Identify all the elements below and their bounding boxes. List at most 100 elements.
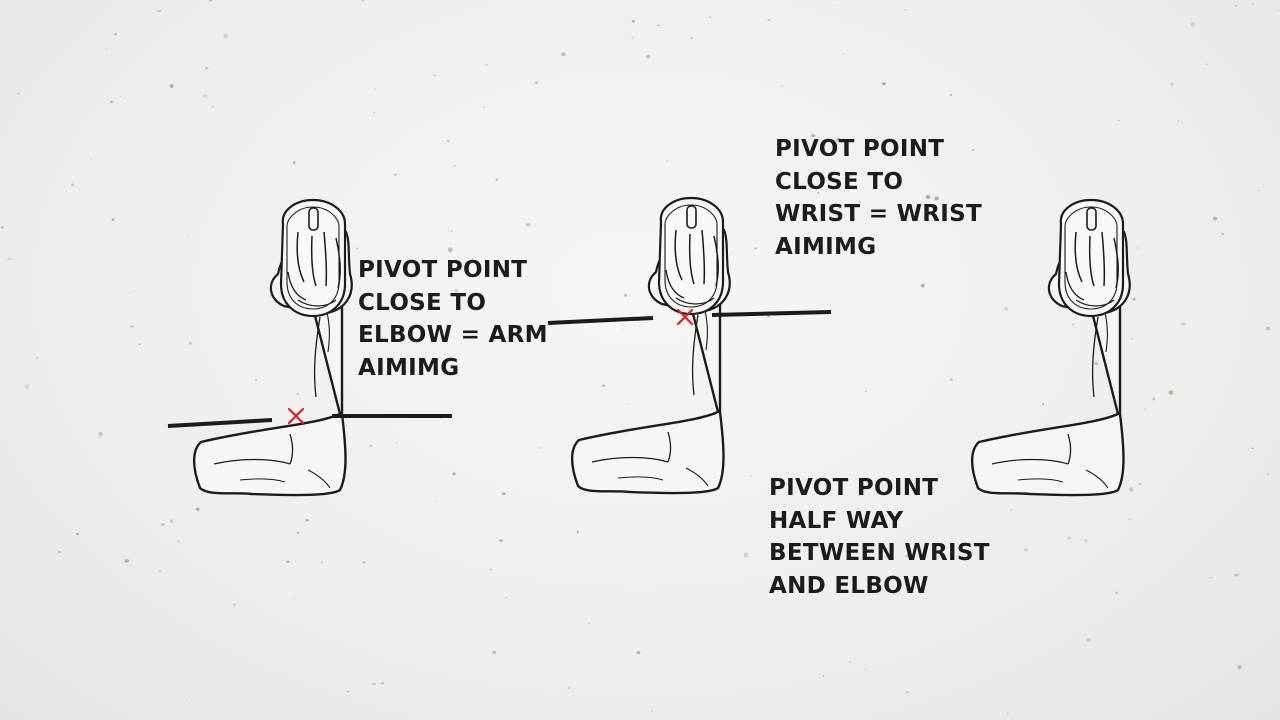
paper-speck	[767, 315, 770, 318]
caption-elbow-pivot: PIVOT POINT CLOSE TO ELBOW = ARM AIMIMG	[358, 254, 548, 384]
paper-speck	[1041, 403, 1045, 406]
caption-half-way-pivot: PIVOT POINT HALF WAY BETWEEN WRIST AND E…	[769, 472, 990, 602]
paper-speck	[1094, 362, 1099, 366]
paper-speck	[7, 257, 11, 261]
caption-line: AND ELBOW	[769, 572, 929, 599]
red-x-icon	[676, 308, 694, 326]
paper-speck	[631, 36, 634, 39]
paper-speck	[434, 500, 437, 503]
paper-speck	[1234, 4, 1238, 7]
paper-speck	[622, 329, 625, 331]
paper-speck	[881, 82, 886, 86]
paper-speck	[534, 81, 539, 85]
paper-speck	[1023, 547, 1029, 552]
paper-speck	[17, 92, 20, 95]
paper-speck	[185, 699, 188, 701]
paper-speck	[361, 0, 365, 2]
paper-speck	[177, 540, 181, 542]
paper-speck	[24, 384, 29, 389]
paper-speck	[98, 431, 103, 437]
paper-speck	[1234, 573, 1239, 577]
paper-speck	[925, 195, 931, 199]
paper-speck	[157, 569, 163, 573]
paper-speck	[223, 33, 228, 39]
paper-speck	[492, 650, 497, 655]
paper-speck	[255, 379, 258, 381]
paper-speck	[124, 559, 130, 563]
paper-speck	[285, 560, 290, 563]
paper-speck	[454, 288, 459, 293]
paper-speck	[447, 140, 450, 143]
paper-speck	[1237, 665, 1242, 670]
paper-speck	[1129, 487, 1134, 492]
paper-speck	[1265, 326, 1271, 331]
paper-speck	[1209, 577, 1213, 579]
paper-speck	[1, 226, 4, 229]
paper-speck	[822, 675, 825, 677]
paper-speck	[293, 161, 296, 165]
paper-speck	[753, 247, 758, 250]
caption-line: PIVOT POINT	[775, 136, 945, 162]
caption-line: AIMIMG	[358, 354, 460, 381]
arm-figure-elbow	[167, 198, 452, 497]
paper-speck	[626, 403, 629, 405]
caption-line: PIVOT POINT	[358, 257, 528, 283]
paper-speck	[561, 52, 566, 57]
paper-speck	[208, 0, 213, 2]
paper-speck	[362, 561, 366, 564]
paper-speck	[346, 690, 350, 693]
paper-speck	[934, 196, 939, 201]
paper-speck	[130, 325, 135, 328]
caption-line: PIVOT POINT	[769, 475, 939, 501]
paper-speck	[76, 532, 80, 536]
caption-line: CLOSE TO	[775, 168, 904, 195]
paper-speck	[905, 554, 909, 558]
paper-speck	[454, 164, 457, 167]
paper-speck	[864, 390, 867, 393]
paper-speck	[71, 183, 75, 187]
paper-speck	[816, 192, 820, 194]
paper-speck	[950, 93, 953, 96]
caption-line: BETWEEN WRIST	[769, 540, 990, 566]
paper-speck	[110, 100, 113, 104]
paper-speck	[743, 552, 749, 558]
paper-speck	[212, 106, 214, 108]
caption-wrist-pivot: PIVOT POINT CLOSE TO WRIST = WRIST AIMIM…	[775, 133, 982, 263]
paper-speck	[711, 407, 714, 409]
paper-speck	[187, 236, 190, 238]
paper-speck	[1010, 508, 1013, 511]
paper-speck	[1004, 307, 1009, 311]
paper-speck	[842, 53, 844, 55]
paper-speck	[781, 84, 784, 87]
paper-speck	[1067, 536, 1071, 540]
paper-speck	[1007, 713, 1009, 715]
paper-speck	[293, 597, 296, 599]
paper-speck	[188, 341, 193, 345]
paper-speck	[624, 293, 628, 297]
paper-speck	[905, 691, 910, 694]
paper-speck	[233, 603, 236, 606]
paper-speck	[767, 19, 771, 22]
paper-speck	[1086, 638, 1091, 642]
paper-speck	[395, 442, 398, 444]
paper-speck	[111, 218, 115, 222]
paper-speck	[138, 343, 141, 345]
paper-speck	[371, 683, 376, 686]
paper-speck	[169, 83, 174, 89]
paper-speck	[631, 19, 635, 23]
paper-speck	[450, 230, 453, 233]
paper-speck	[837, 5, 839, 6]
paper-speck	[836, 137, 841, 142]
paper-speck	[105, 48, 108, 50]
paper-speck	[1152, 397, 1156, 401]
paper-speck	[380, 682, 385, 685]
paper-speck	[1205, 63, 1209, 65]
paper-speck	[119, 95, 121, 97]
paper-speck	[316, 347, 319, 349]
paper-speck	[1251, 447, 1254, 449]
paper-speck	[1071, 323, 1075, 326]
paper-speck	[576, 530, 580, 534]
